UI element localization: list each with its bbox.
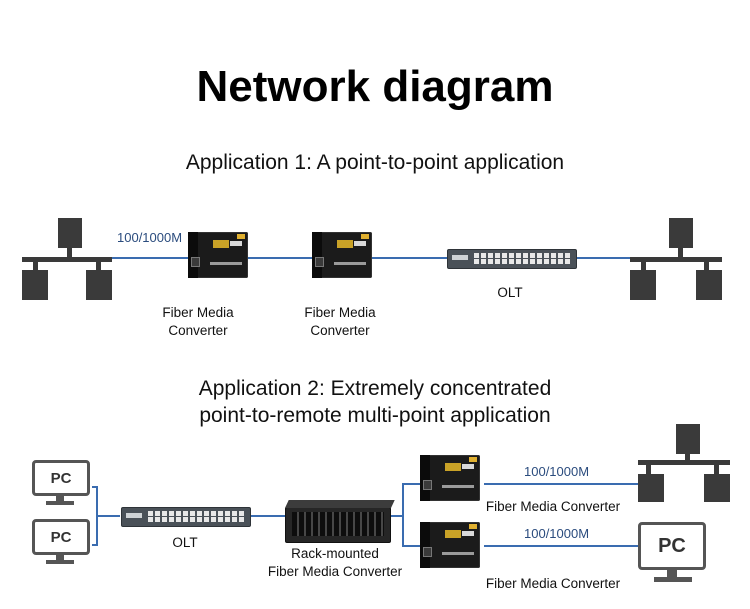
application1-heading: Application 1: A point-to-point applicat… — [185, 151, 565, 174]
fiber-media-converter-icon — [188, 232, 248, 278]
app1-converter2-label: Fiber Media Converter — [304, 305, 376, 338]
app2-upper-converter-label: Fiber Media Converter — [485, 499, 621, 514]
rack-upper-link — [390, 483, 420, 517]
page-title: Network diagram — [196, 62, 554, 111]
pc-monitor-icon: PC — [32, 460, 92, 506]
app1-speed-label: 100/1000M — [117, 230, 183, 245]
fiber-media-converter-icon — [420, 455, 480, 501]
application2-heading: Application 2: Extremely concentrated po… — [198, 377, 552, 427]
switch-olt-icon — [121, 507, 251, 527]
app2-olt-label: OLT — [172, 535, 198, 550]
lan-tree-icon-left — [22, 218, 112, 300]
app2-lower-converter-label: Fiber Media Converter — [485, 576, 621, 591]
rack-chassis-icon — [285, 500, 395, 543]
rack-label: Rack-mounted Fiber Media Converter — [267, 546, 403, 579]
lan-tree-icon-right — [630, 218, 722, 300]
app2-upper-speed-label: 100/1000M — [524, 464, 590, 479]
app1-olt-label: OLT — [497, 285, 523, 300]
app1-converter1-label: Fiber Media Converter — [162, 305, 234, 338]
fiber-media-converter-icon — [420, 522, 480, 568]
pc-monitor-icon: PC — [638, 522, 708, 584]
fiber-media-converter-icon — [312, 232, 372, 278]
app2-lower-speed-label: 100/1000M — [524, 526, 590, 541]
pc-monitor-icon: PC — [32, 519, 92, 565]
pc-top-link — [92, 486, 120, 517]
pc-bottom-link — [92, 516, 98, 546]
rack-lower-link — [402, 516, 420, 547]
lan-tree-icon-remote — [638, 424, 730, 502]
switch-olt-icon — [447, 249, 577, 269]
